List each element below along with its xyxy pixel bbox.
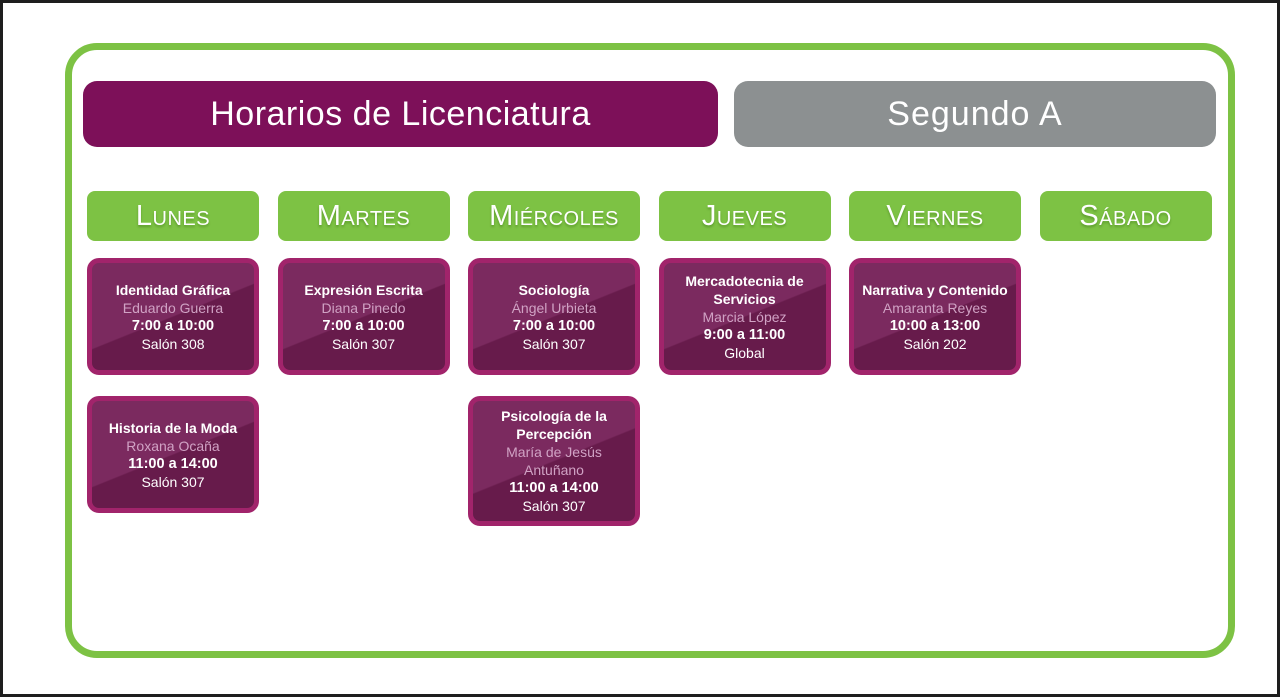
course-name: Historia de la Moda (108, 419, 238, 436)
course-time: 7:00 a 10:00 (322, 317, 405, 334)
day-header-sabado: Sábado (1039, 191, 1212, 241)
course-instructor: Amaranta Reyes (882, 299, 988, 316)
course-name: Identidad Gráfica (115, 281, 231, 298)
course-time: 11:00 a 14:00 (509, 480, 599, 496)
course-instructor: Ángel Urbieta (511, 299, 597, 316)
group-title-box: Segundo A (734, 81, 1216, 147)
course-name: Mercadotecnia de Servicios (685, 272, 804, 307)
course-time: 7:00 a 10:00 (131, 317, 215, 334)
course-room: Salón 202 (903, 335, 967, 352)
course-name: Expresión Escrita (304, 281, 423, 298)
course-instructor: Eduardo Guerra (122, 299, 224, 316)
course-room: Global (724, 344, 765, 361)
day-header-viernes: Viernes (849, 191, 1021, 241)
course-room: Salón 307 (331, 335, 396, 352)
column-miercoles: Miércoles Sociología Ángel Urbieta 7:00 … (468, 191, 640, 547)
course-time: 11:00 a 14:00 (128, 455, 218, 472)
course-room: Salón 308 (141, 335, 205, 352)
course-time: 9:00 a 11:00 (703, 326, 786, 343)
course-room: Salón 307 (141, 473, 205, 490)
course-name: Sociología (518, 281, 590, 298)
course-instructor: Roxana Ocaña (126, 437, 220, 454)
course-card: Psicología de la Percepción María de Jes… (468, 396, 640, 526)
course-name: Narrativa y Contenido (862, 281, 1008, 298)
course-card: Expresión Escrita Diana Pinedo 7:00 a 10… (277, 258, 450, 375)
course-card: Sociología Ángel Urbieta 7:00 a 10:00 Sa… (468, 258, 640, 375)
day-header-jueves: Jueves (658, 191, 831, 241)
course-instructor: María de Jesús Antuñano (506, 444, 602, 478)
course-instructor: Diana Pinedo (321, 299, 406, 316)
course-card: Mercadotecnia de Servicios Marcia López … (658, 258, 831, 375)
schedule-grid: Lunes Identidad Gráfica Eduardo Guerra 7… (87, 191, 1212, 547)
column-martes: Martes Expresión Escrita Diana Pinedo 7:… (277, 191, 450, 396)
course-room: Salón 307 (522, 498, 586, 514)
course-time: 10:00 a 13:00 (889, 317, 981, 334)
day-header-lunes: Lunes (87, 191, 259, 241)
day-header-miercoles: Miércoles (468, 191, 640, 241)
course-room: Salón 307 (522, 335, 586, 352)
day-header-martes: Martes (277, 191, 450, 241)
column-jueves: Jueves Mercadotecnia de Servicios Marcia… (658, 191, 831, 396)
course-name: Psicología de la Percepción (501, 408, 607, 442)
page-title: Horarios de Licenciatura (210, 94, 591, 133)
column-viernes: Viernes Narrativa y Contenido Amaranta R… (849, 191, 1021, 396)
column-sabado: Sábado (1039, 191, 1212, 258)
course-card: Identidad Gráfica Eduardo Guerra 7:00 a … (87, 258, 259, 375)
course-instructor: Marcia López (702, 308, 787, 325)
course-card: Narrativa y Contenido Amaranta Reyes 10:… (849, 258, 1021, 375)
page-title-box: Horarios de Licenciatura (83, 81, 718, 147)
course-card: Historia de la Moda Roxana Ocaña 11:00 a… (87, 396, 259, 513)
group-title: Segundo A (887, 94, 1063, 133)
course-time: 7:00 a 10:00 (512, 317, 596, 334)
column-lunes: Lunes Identidad Gráfica Eduardo Guerra 7… (87, 191, 259, 534)
